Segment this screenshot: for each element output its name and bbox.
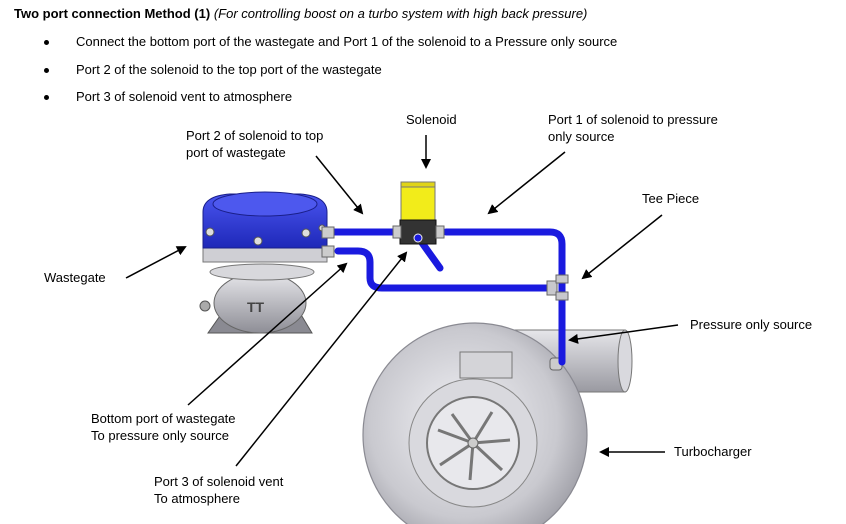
wastegate-bottom-port: [321, 245, 335, 258]
arrow-wastegate: [125, 246, 187, 279]
solenoid-coil: [400, 181, 436, 221]
label-bottom-port: Bottom port of wastegate To pressure onl…: [91, 410, 236, 444]
label-port2: Port 2 of solenoid to top port of wasteg…: [186, 127, 323, 161]
arrow-pressure-source: [568, 324, 679, 344]
tee-piece: [546, 274, 569, 301]
bullet-text: Connect the bottom port of the wastegate…: [76, 34, 618, 49]
hoses: [328, 228, 566, 366]
label-tee-piece: Tee Piece: [642, 191, 700, 206]
wastegate: TT: [199, 191, 335, 334]
label-port1-line2: only source: [548, 129, 615, 144]
arrow-bottom-port: [187, 262, 348, 406]
annotation-arrows: [125, 135, 679, 467]
hose-port3-vent: [416, 236, 444, 272]
label-port3-line2: To atmosphere: [154, 491, 240, 506]
bullet-text: Port 3 of solenoid vent to atmosphere: [76, 89, 293, 104]
bullet-dot: [44, 68, 49, 73]
wastegate-top-port: [321, 226, 335, 239]
turbo-compressor-wheel: [437, 411, 511, 481]
label-port2-line1: Port 2 of solenoid to top: [186, 128, 324, 143]
section-heading: Two port connection Method (1) (For cont…: [14, 6, 587, 21]
turbo-boss: [459, 351, 513, 379]
bullet-dot: [44, 40, 49, 45]
solenoid: [392, 181, 445, 245]
bullet-dot: [44, 95, 49, 100]
hose-bottom-port: [334, 247, 556, 292]
turbo-hub: [467, 437, 479, 449]
wastegate-logo: TT: [247, 299, 265, 315]
label-bottom-port-line2: To pressure only source: [91, 428, 230, 443]
label-solenoid: Solenoid: [406, 112, 457, 127]
label-port1-line1: Port 1 of solenoid to pressure: [548, 112, 718, 127]
heading-italic: (For controlling boost on a turbo system…: [213, 6, 588, 21]
arrow-port1: [487, 151, 566, 215]
arrow-port3: [235, 251, 408, 467]
label-turbocharger: Turbocharger: [674, 444, 752, 459]
bullet-text: Port 2 of the solenoid to the top port o…: [76, 62, 382, 77]
label-port2-line2: port of wastegate: [186, 145, 286, 160]
label-port3: Port 3 of solenoid vent To atmosphere: [154, 473, 283, 507]
turbo-inlet-flange: [617, 329, 633, 393]
label-wastegate: Wastegate: [44, 270, 106, 285]
label-port3-line1: Port 3 of solenoid vent: [154, 474, 284, 489]
label-pressure-source: Pressure only source: [690, 317, 813, 332]
label-port1: Port 1 of solenoid to pressure only sour…: [548, 111, 718, 145]
hose-port1: [442, 228, 566, 366]
turbocharger: [362, 322, 633, 524]
arrow-tee: [581, 214, 663, 280]
heading-bold: Two port connection Method (1): [14, 6, 211, 21]
label-bottom-port-line1: Bottom port of wastegate: [91, 411, 236, 426]
arrow-port2: [315, 155, 364, 215]
